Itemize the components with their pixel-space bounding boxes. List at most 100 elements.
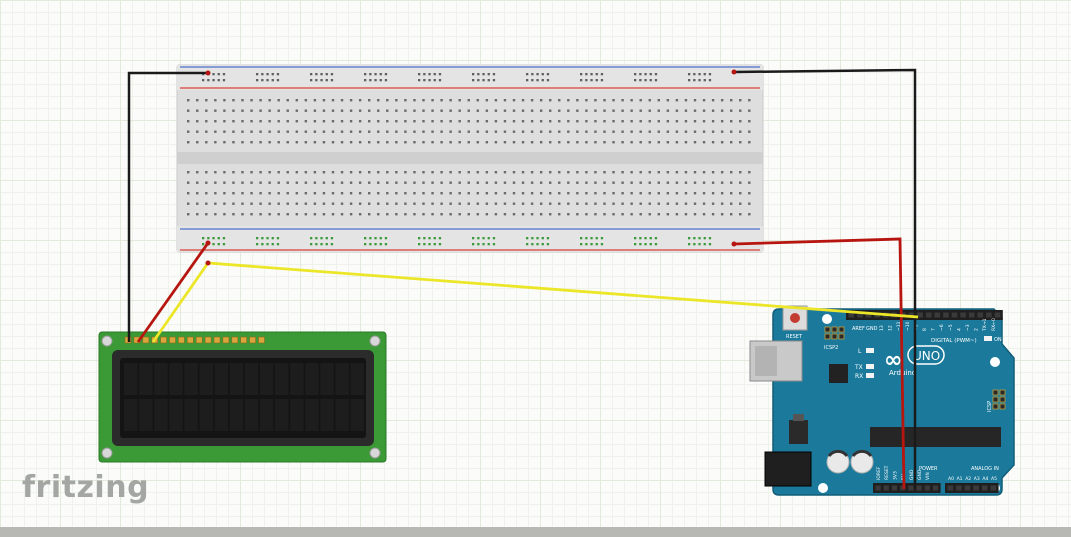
breadboard-hole [549, 213, 552, 216]
breadboard-hole [485, 171, 489, 174]
analog-pin-header [945, 483, 999, 493]
breadboard-hole [187, 99, 190, 102]
breadboard-hole [322, 181, 326, 184]
breadboard-hole [594, 202, 597, 205]
gnd-top-label: GND [866, 326, 878, 332]
breadboard-hole [377, 99, 380, 102]
breadboard-hole [549, 202, 552, 205]
breadboard-hole [621, 171, 624, 174]
lcd-mount-hole-bl [101, 447, 113, 459]
breadboard-hole [739, 181, 742, 184]
breadboard-hole [630, 120, 633, 123]
breadboard-hole [720, 181, 724, 184]
breadboard-hole [187, 213, 190, 216]
breadboard-hole [331, 213, 335, 216]
wires [127, 68, 919, 490]
breadboard-hole [256, 79, 259, 82]
breadboard-hole [196, 141, 199, 144]
voltage-regulator [789, 420, 808, 444]
breadboard-hole [384, 237, 388, 240]
breadboard-hole [748, 99, 751, 102]
red-wire-breadboard-to-arduino[interactable] [733, 237, 906, 490]
breadboard-hole [205, 130, 208, 133]
black-wire-breadboard-to-arduino[interactable] [733, 68, 917, 489]
breadboard-hole [594, 99, 597, 102]
breadboard-hole [404, 141, 407, 144]
breadboard-hole [476, 120, 479, 123]
breadboard-hole [358, 141, 362, 144]
breadboard-hole [526, 237, 529, 240]
breadboard-hole [666, 120, 670, 123]
breadboard-hole [684, 109, 688, 112]
breadboard-hole [477, 237, 480, 240]
breadboard-hole [675, 181, 679, 184]
pin-label: ~10 [905, 321, 911, 331]
breadboard-hole [222, 243, 226, 246]
breadboard-hole [223, 109, 226, 112]
breadboard-hole [585, 73, 588, 76]
breadboard-hole [666, 213, 670, 216]
breadboard-hole [711, 181, 715, 184]
lcd-mount-hole-tl [101, 335, 113, 347]
breadboard-hole [277, 171, 280, 174]
breadboard-hole [521, 213, 525, 216]
breadboard-hole [503, 141, 507, 144]
breadboard-hole [449, 171, 452, 174]
breadboard-hole [413, 192, 416, 195]
lcd-cell [139, 399, 153, 431]
breadboard-hole [536, 237, 539, 240]
breadboard-hole [621, 213, 624, 216]
breadboard-hole [422, 120, 425, 123]
breadboard-hole [675, 202, 679, 205]
breadboard-hole [212, 243, 215, 246]
lcd-pin [195, 336, 203, 344]
pin-label: 13 [879, 325, 885, 331]
breadboard-hole [205, 171, 208, 174]
breadboard-hole [703, 237, 706, 240]
breadboard-hole [648, 141, 651, 144]
breadboard-hole [693, 237, 696, 240]
breadboard-hole [567, 171, 570, 174]
breadboard-hole [313, 192, 317, 195]
breadboard-hole [630, 202, 633, 205]
pin-label: A2 [965, 476, 971, 482]
breadboard-hole [395, 181, 398, 184]
breadboard-hole [368, 109, 371, 112]
breadboard-hole [349, 171, 353, 174]
breadboard[interactable] [176, 64, 764, 253]
breadboard-hole [423, 73, 426, 76]
header-socket [891, 485, 898, 491]
breadboard-hole [739, 120, 742, 123]
breadboard-hole [485, 213, 489, 216]
red-wire-lcd-to-breadboard[interactable] [136, 242, 210, 343]
breadboard-hole [214, 99, 217, 102]
pin-label: A1 [957, 476, 963, 482]
lcd-module[interactable] [98, 331, 387, 463]
breadboard-hole [748, 192, 751, 195]
breadboard-hole [268, 202, 271, 205]
breadboard-hole [558, 130, 561, 133]
breadboard-hole [639, 120, 642, 123]
breadboard-hole [266, 79, 269, 82]
breadboard-hole [217, 243, 220, 246]
breadboard-hole [276, 243, 280, 246]
breadboard-hole [223, 120, 226, 123]
breadboard-hole [512, 192, 516, 195]
black-wire-lcd-to-breadboard[interactable] [127, 71, 208, 342]
breadboard-hole [467, 141, 470, 144]
breadboard-hole [531, 79, 534, 82]
header-socket [908, 485, 914, 491]
breadboard-hole [340, 202, 344, 205]
breadboard-hole [449, 130, 452, 133]
breadboard-hole [644, 237, 647, 240]
breadboard-hole [539, 99, 543, 102]
header-body [846, 310, 1003, 320]
breadboard-hole [521, 171, 525, 174]
breadboard-hole [214, 181, 217, 184]
breadboard-hole [449, 109, 452, 112]
breadboard-hole [395, 109, 398, 112]
breadboard-hole [458, 192, 461, 195]
breadboard-hole [684, 192, 688, 195]
breadboard-hole [594, 171, 597, 174]
